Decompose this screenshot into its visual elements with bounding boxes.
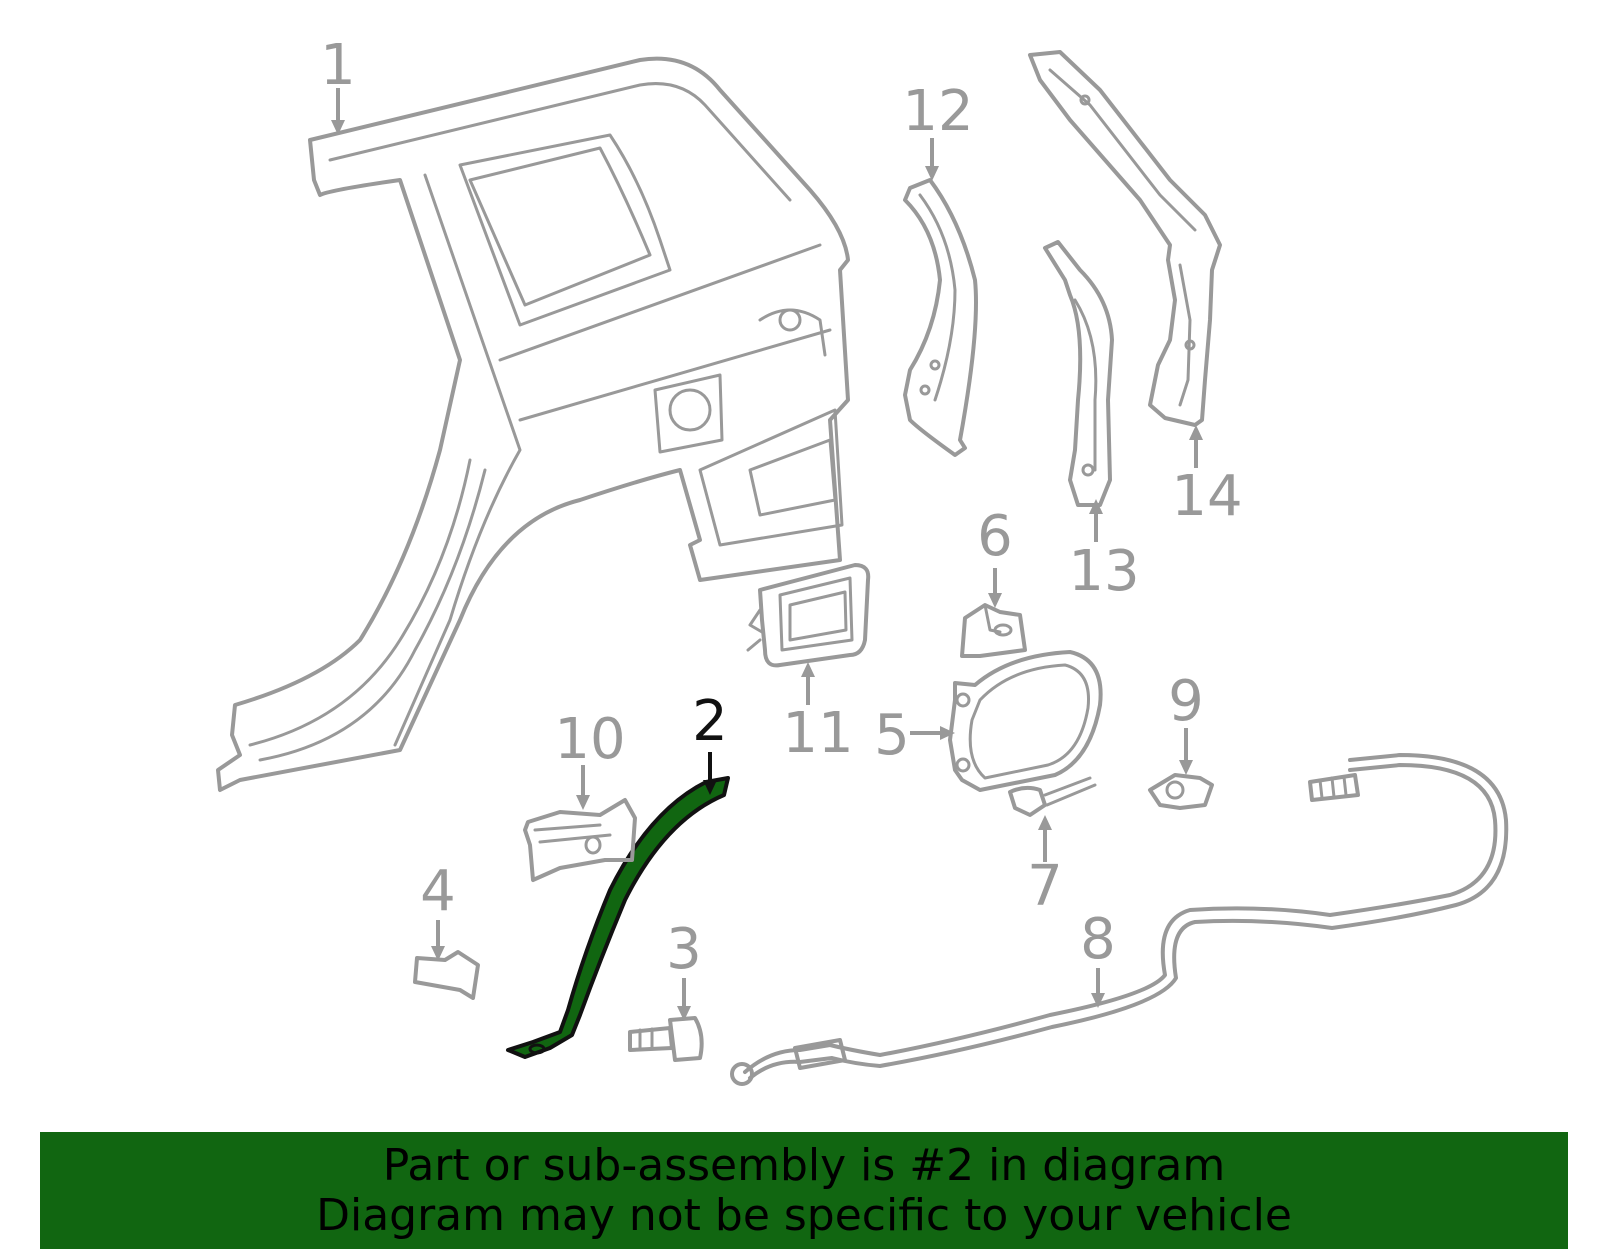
part-6-hinge[interactable] <box>960 603 1027 658</box>
part-11-housing[interactable] <box>746 563 871 668</box>
callout-5: 5 <box>874 703 910 768</box>
callout-13: 13 <box>1068 539 1139 604</box>
callout-1: 1 <box>320 33 356 98</box>
banner-line-1: Part or sub-assembly is #2 in diagram <box>382 1139 1226 1191</box>
part-14-rail[interactable] <box>1028 50 1222 427</box>
callout-2: 2 <box>692 689 728 754</box>
part-9-actuator[interactable] <box>1148 773 1214 810</box>
info-banner: Part or sub-assembly is #2 in diagram Di… <box>40 1132 1568 1249</box>
part-10-bracket[interactable] <box>523 798 637 882</box>
part-5-fuel-door[interactable] <box>948 650 1103 792</box>
callout-9: 9 <box>1168 669 1204 734</box>
part-7-spring[interactable] <box>1008 776 1097 817</box>
callout-6: 6 <box>977 504 1013 569</box>
part-8-cable[interactable] <box>730 753 1509 1086</box>
part-2-highlighted-strip[interactable] <box>506 776 730 1059</box>
banner-line-2: Diagram may not be specific to your vehi… <box>316 1189 1292 1241</box>
part-1-quarter-panel[interactable] <box>216 56 850 792</box>
callout-labels: 1 2 3 4 5 6 7 8 9 10 11 12 13 14 <box>320 33 1242 982</box>
part-4-pad[interactable] <box>413 950 480 1000</box>
callout-12: 12 <box>902 79 973 144</box>
callout-11: 11 <box>782 701 853 766</box>
part-3-bolt[interactable] <box>628 1016 704 1062</box>
callout-7: 7 <box>1027 854 1063 919</box>
callout-14: 14 <box>1171 464 1242 529</box>
part-13-inner-pillar[interactable] <box>1043 240 1114 507</box>
callout-3: 3 <box>666 917 702 982</box>
callout-arrows <box>331 88 1203 1021</box>
callout-4: 4 <box>420 859 456 924</box>
callout-8: 8 <box>1080 907 1116 972</box>
callout-10: 10 <box>554 707 625 772</box>
part-12-reinforcement[interactable] <box>903 178 978 457</box>
